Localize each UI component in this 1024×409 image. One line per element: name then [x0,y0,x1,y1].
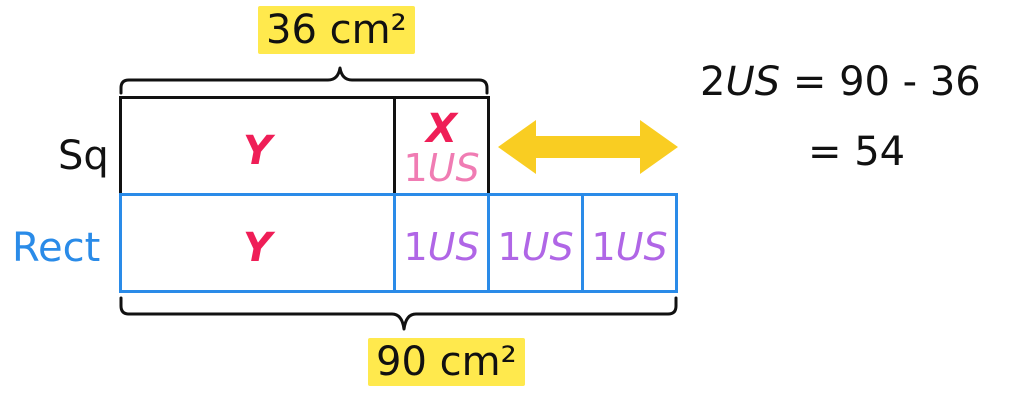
square-unit-text: 1US [403,146,480,190]
rect-row-label: Rect [12,225,101,271]
square-x-text: X [426,106,457,152]
double-arrow-icon [498,120,678,174]
rect-unit-text-2: 1US [497,225,574,269]
top-area-label: 36 cm² [258,6,415,54]
rect-unit-text-3: 1US [591,225,668,269]
square-row-label: Sq [58,133,109,179]
equation-line-2: = 54 [808,129,906,175]
square-x-cell: X 1US [393,96,490,196]
rect-unit-cell-1: 1US [393,193,490,293]
rect-unit-text-1: 1US [403,225,480,269]
square-y-text: Y [243,128,272,174]
equation-line-1: 2US = 90 - 36 [700,59,981,105]
rect-y-text: Y [243,225,272,271]
bottom-area-label: 90 cm² [368,338,525,386]
rect-unit-cell-3: 1US [581,193,678,293]
